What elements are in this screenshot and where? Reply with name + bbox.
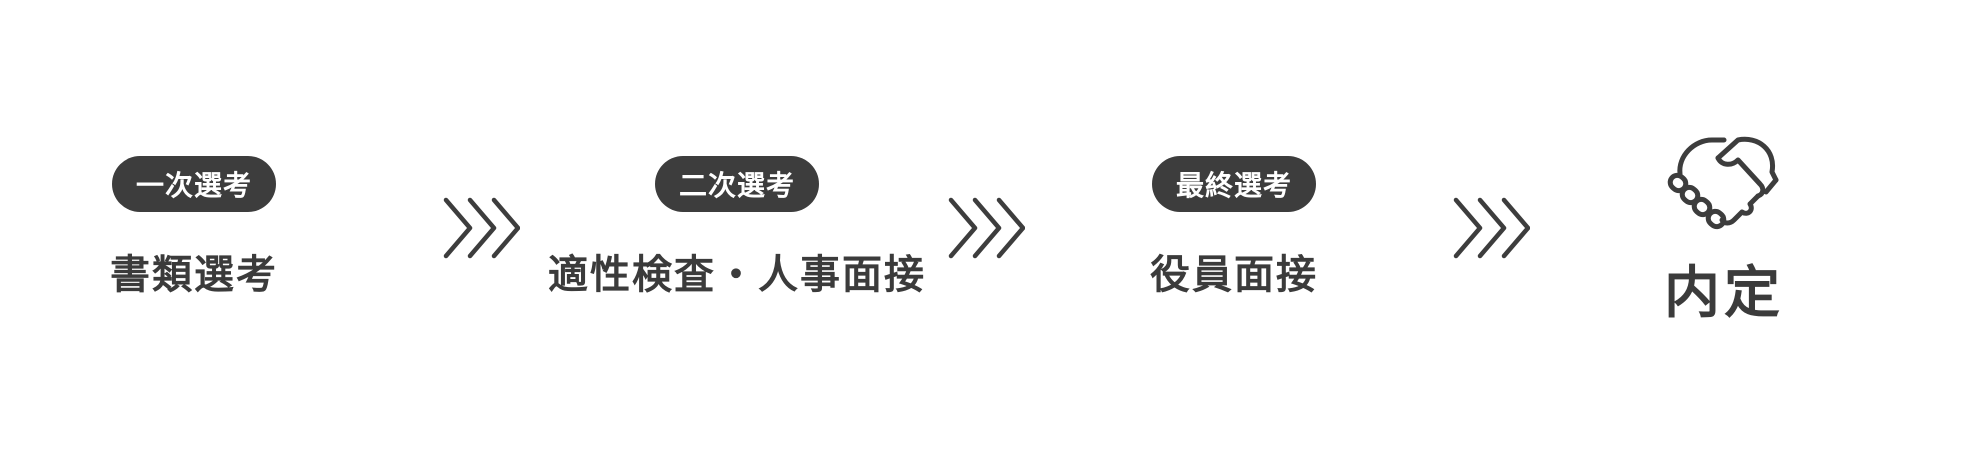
step-second-selection: 二次選考 適性検査・人事面接 xyxy=(548,156,926,300)
step-first-selection: 一次選考 書類選考 xyxy=(110,156,278,300)
triple-chevron-right-icon xyxy=(443,197,520,259)
offer-step: 内定 xyxy=(1660,130,1788,329)
triple-chevron-right-icon xyxy=(948,197,1025,259)
step-badge: 最終選考 xyxy=(1151,156,1316,212)
step-label: 役員面接 xyxy=(1150,252,1318,298)
step-badge: 一次選考 xyxy=(111,156,276,212)
step-badge: 二次選考 xyxy=(654,156,819,212)
triple-chevron-right-icon xyxy=(1453,197,1530,259)
step-label: 書類選考 xyxy=(110,252,278,298)
step-label: 適性検査・人事面接 xyxy=(548,252,926,298)
handshake-icon xyxy=(1667,136,1779,230)
step-final-selection: 最終選考 役員面接 xyxy=(1150,156,1318,300)
offer-label: 内定 xyxy=(1664,261,1784,326)
